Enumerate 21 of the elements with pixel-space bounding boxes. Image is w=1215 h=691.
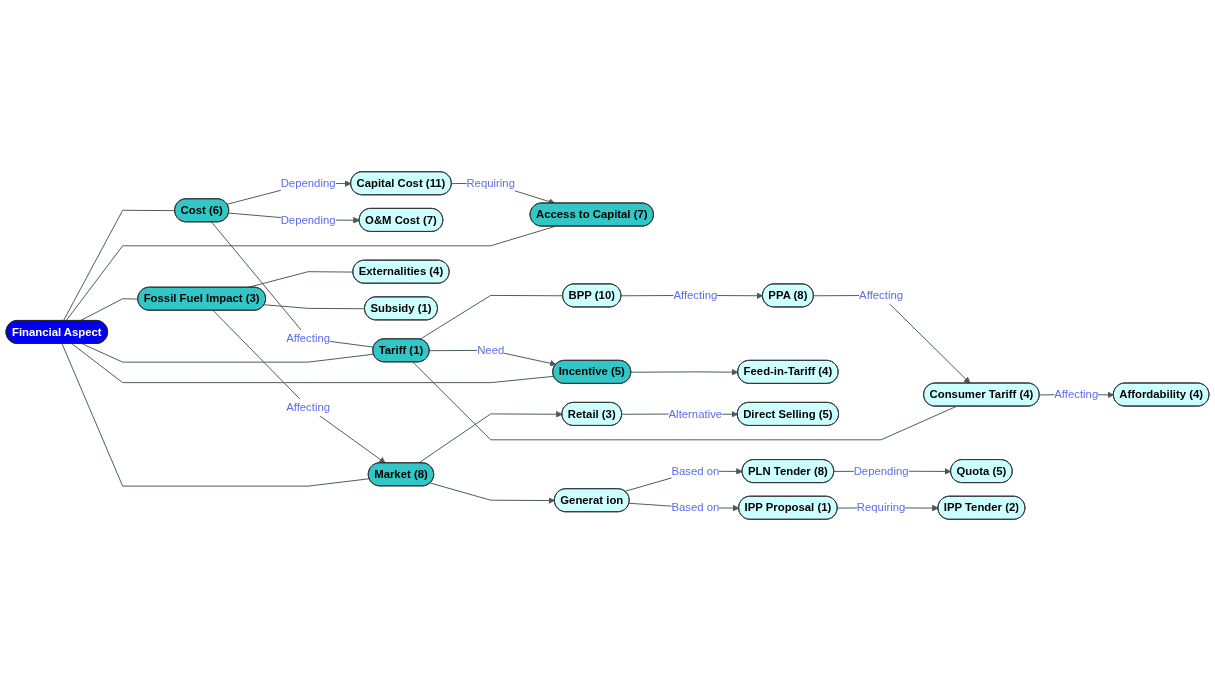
edge-label: Depending — [280, 176, 336, 190]
connector — [211, 221, 375, 348]
edge-label: Depending — [853, 464, 909, 477]
edge-label: Affecting — [286, 400, 331, 414]
connector — [419, 294, 564, 340]
edge-label: Based on — [671, 464, 720, 477]
edge-label: Requiring — [466, 176, 515, 190]
edge-label: Requiring — [856, 500, 906, 514]
connector — [263, 304, 366, 310]
edge-label: Affecting — [1054, 387, 1099, 401]
connector — [412, 361, 957, 441]
edge-label: Affecting — [673, 288, 718, 302]
edge-label: Affecting — [286, 331, 331, 345]
connector — [61, 343, 370, 487]
edge-label: Alternative — [668, 406, 723, 420]
edge-label: Need — [477, 343, 505, 357]
edge-label: Affecting — [859, 288, 904, 302]
connector — [62, 209, 176, 322]
connector — [81, 343, 375, 363]
edge-label: Based on — [671, 500, 720, 514]
edge-label: Depending — [280, 212, 336, 226]
